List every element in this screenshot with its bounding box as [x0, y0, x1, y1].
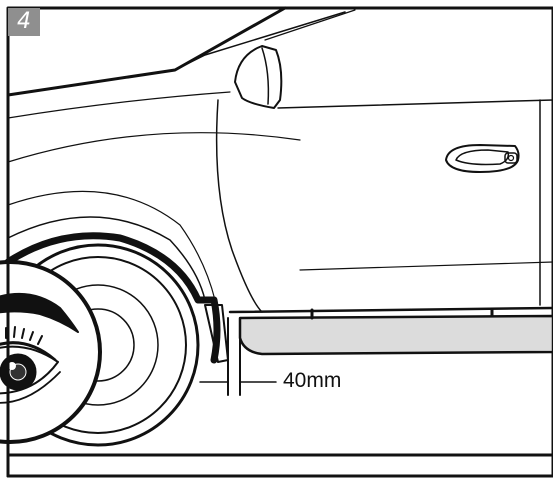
door-handle [445, 144, 520, 173]
door-front-edge [215, 99, 263, 313]
wheel-arch [4, 232, 221, 364]
windshield-frame [174, 11, 346, 71]
side-mirror [234, 45, 283, 109]
arch-outer-flare [7, 190, 216, 301]
body-lower-line [228, 306, 553, 314]
side-step-bar [238, 308, 553, 356]
hood-line [7, 91, 231, 119]
measurement-guide [199, 317, 277, 396]
fender-crease [7, 132, 301, 163]
door-crease [299, 261, 553, 271]
step-number-badge: 4 [8, 8, 40, 36]
dimension-label: 40mm [283, 369, 342, 392]
belt-line [277, 99, 553, 109]
arch-inner-trim [7, 216, 206, 301]
eye-icon [0, 260, 102, 444]
a-pillar [264, 9, 356, 41]
